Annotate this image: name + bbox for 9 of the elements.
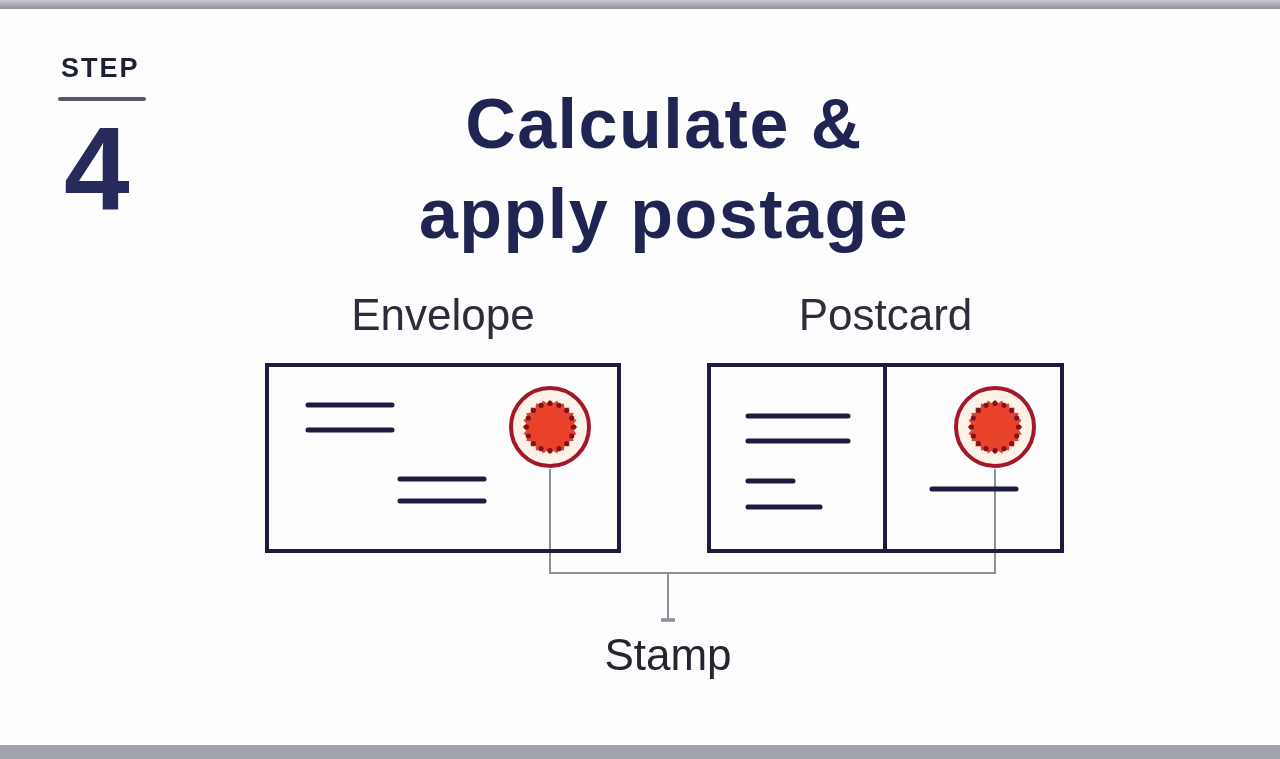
heading: Postcard [798,290,973,340]
callout-label: Stamp [604,630,732,680]
stamp-icon [953,385,1037,469]
step-label: STEP [61,55,140,82]
title: Calculate & apply postage [417,84,911,255]
leader-line [659,468,996,622]
heading: Envelope [351,290,535,340]
stamp-icon [508,385,592,469]
step-number: 4 [64,110,130,228]
